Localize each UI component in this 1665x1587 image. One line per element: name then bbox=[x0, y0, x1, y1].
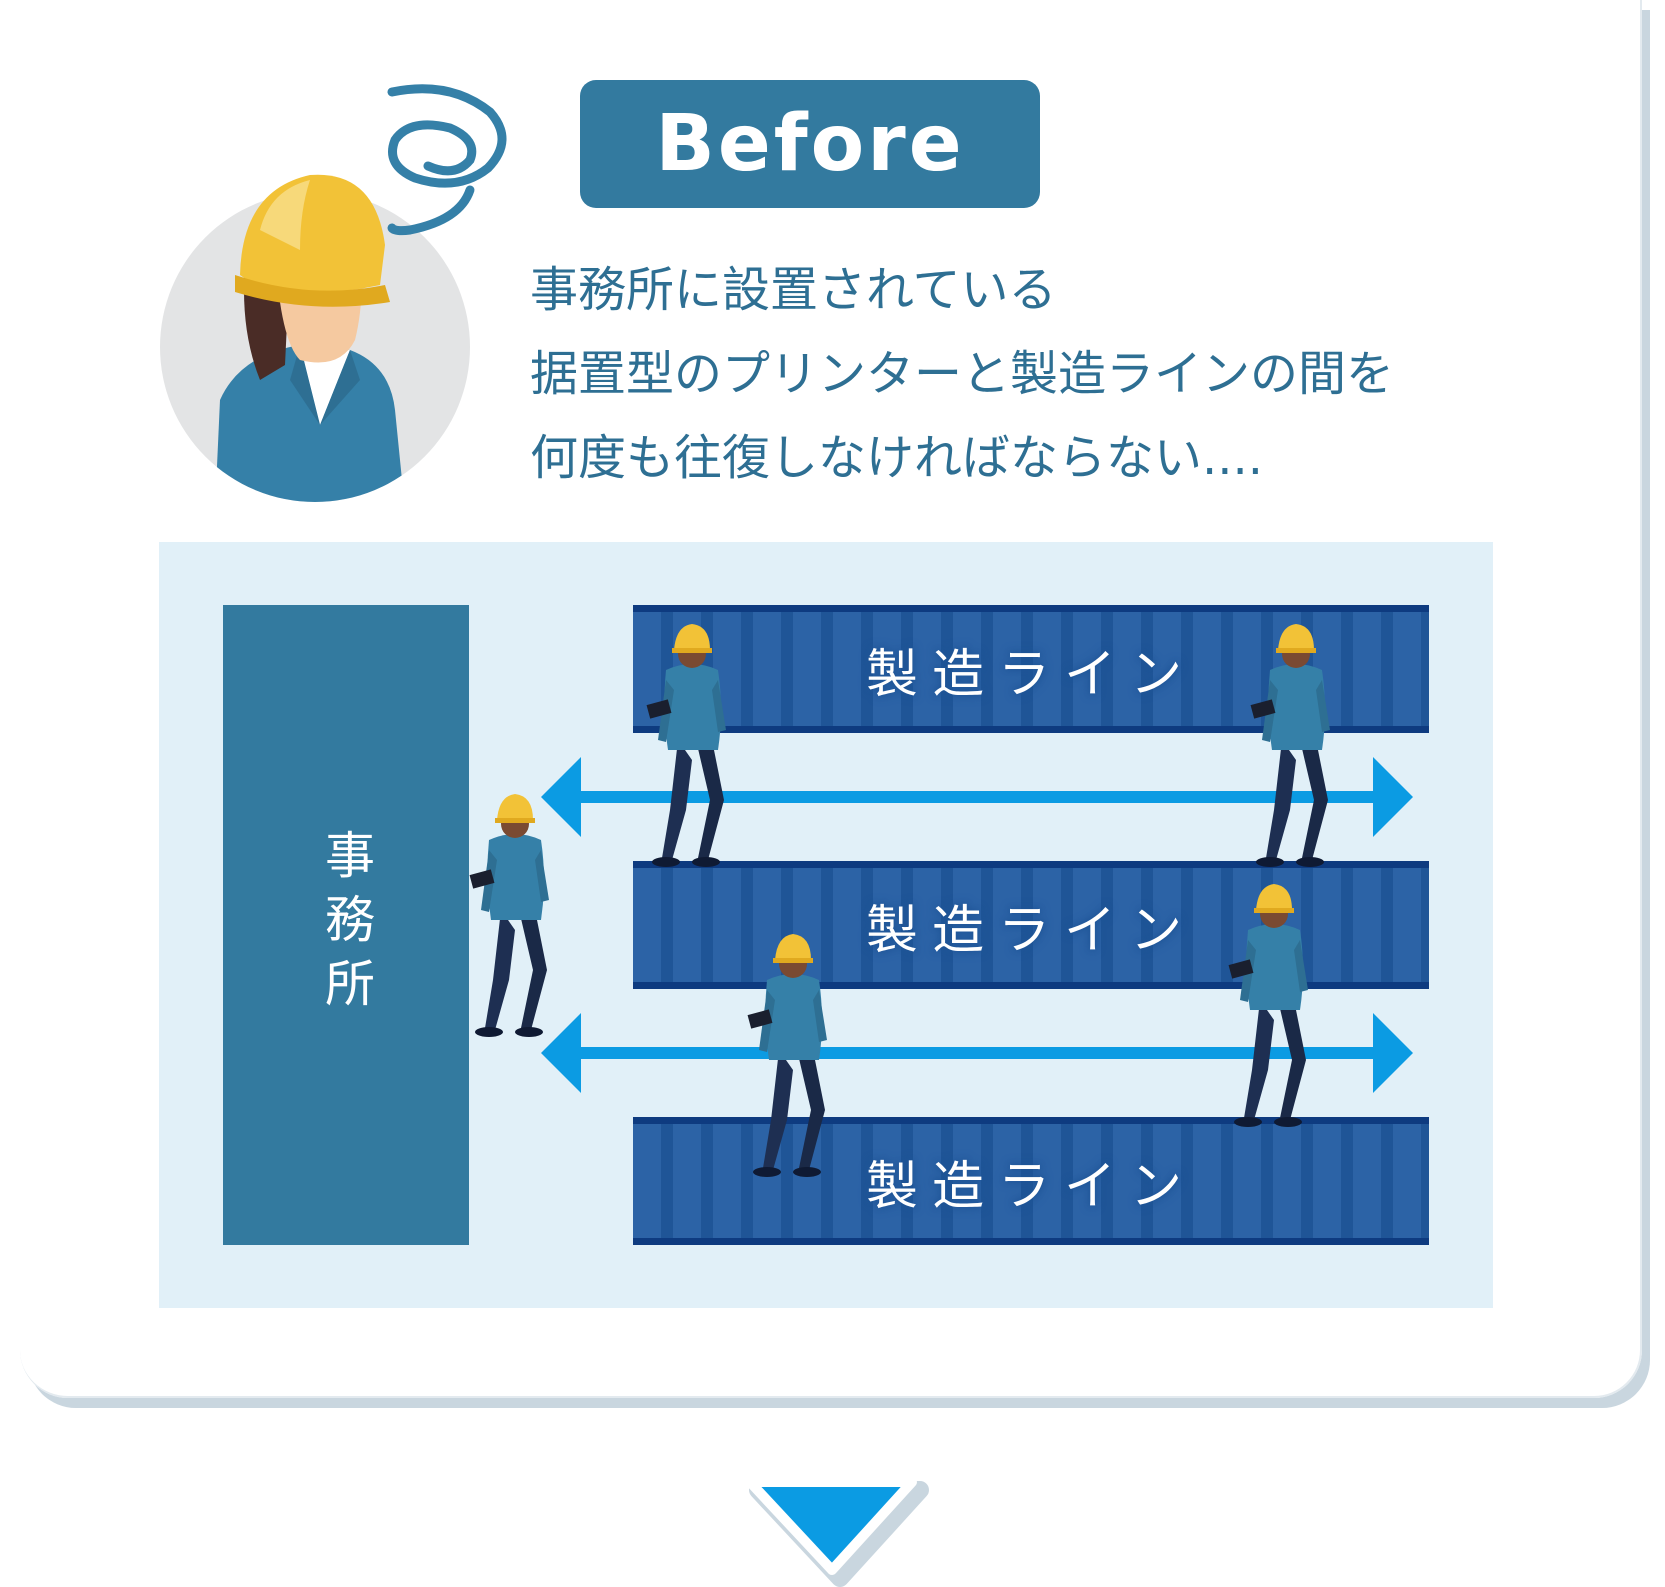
problem-description: 事務所に設置されている 据置型のプリンターと製造ラインの間を 何度も往復しなけれ… bbox=[530, 248, 1530, 500]
double-arrow-icon bbox=[541, 1013, 1413, 1093]
worker-icon bbox=[646, 624, 726, 867]
worker-icon bbox=[469, 794, 549, 1037]
before-badge: Before bbox=[580, 80, 1040, 208]
description-line: 据置型のプリンターと製造ラインの間を bbox=[530, 346, 1395, 402]
production-line-label: 製造ライン bbox=[865, 1156, 1196, 1217]
office-block: 事務所 bbox=[223, 605, 469, 1245]
worker-icon bbox=[1250, 624, 1330, 867]
description-line: 何度も往復しなければならない.... bbox=[530, 430, 1264, 486]
down-triangle-icon bbox=[745, 1477, 929, 1587]
production-line-label: 製造ライン bbox=[865, 644, 1196, 705]
description-line: 事務所に設置されている bbox=[530, 262, 1057, 318]
office-label: 事務所 bbox=[317, 829, 375, 1021]
worker-icon bbox=[1228, 884, 1308, 1127]
production-line: 製造ライン bbox=[633, 1117, 1429, 1245]
production-line-label: 製造ライン bbox=[865, 900, 1196, 961]
worker-avatar-icon bbox=[150, 80, 510, 510]
